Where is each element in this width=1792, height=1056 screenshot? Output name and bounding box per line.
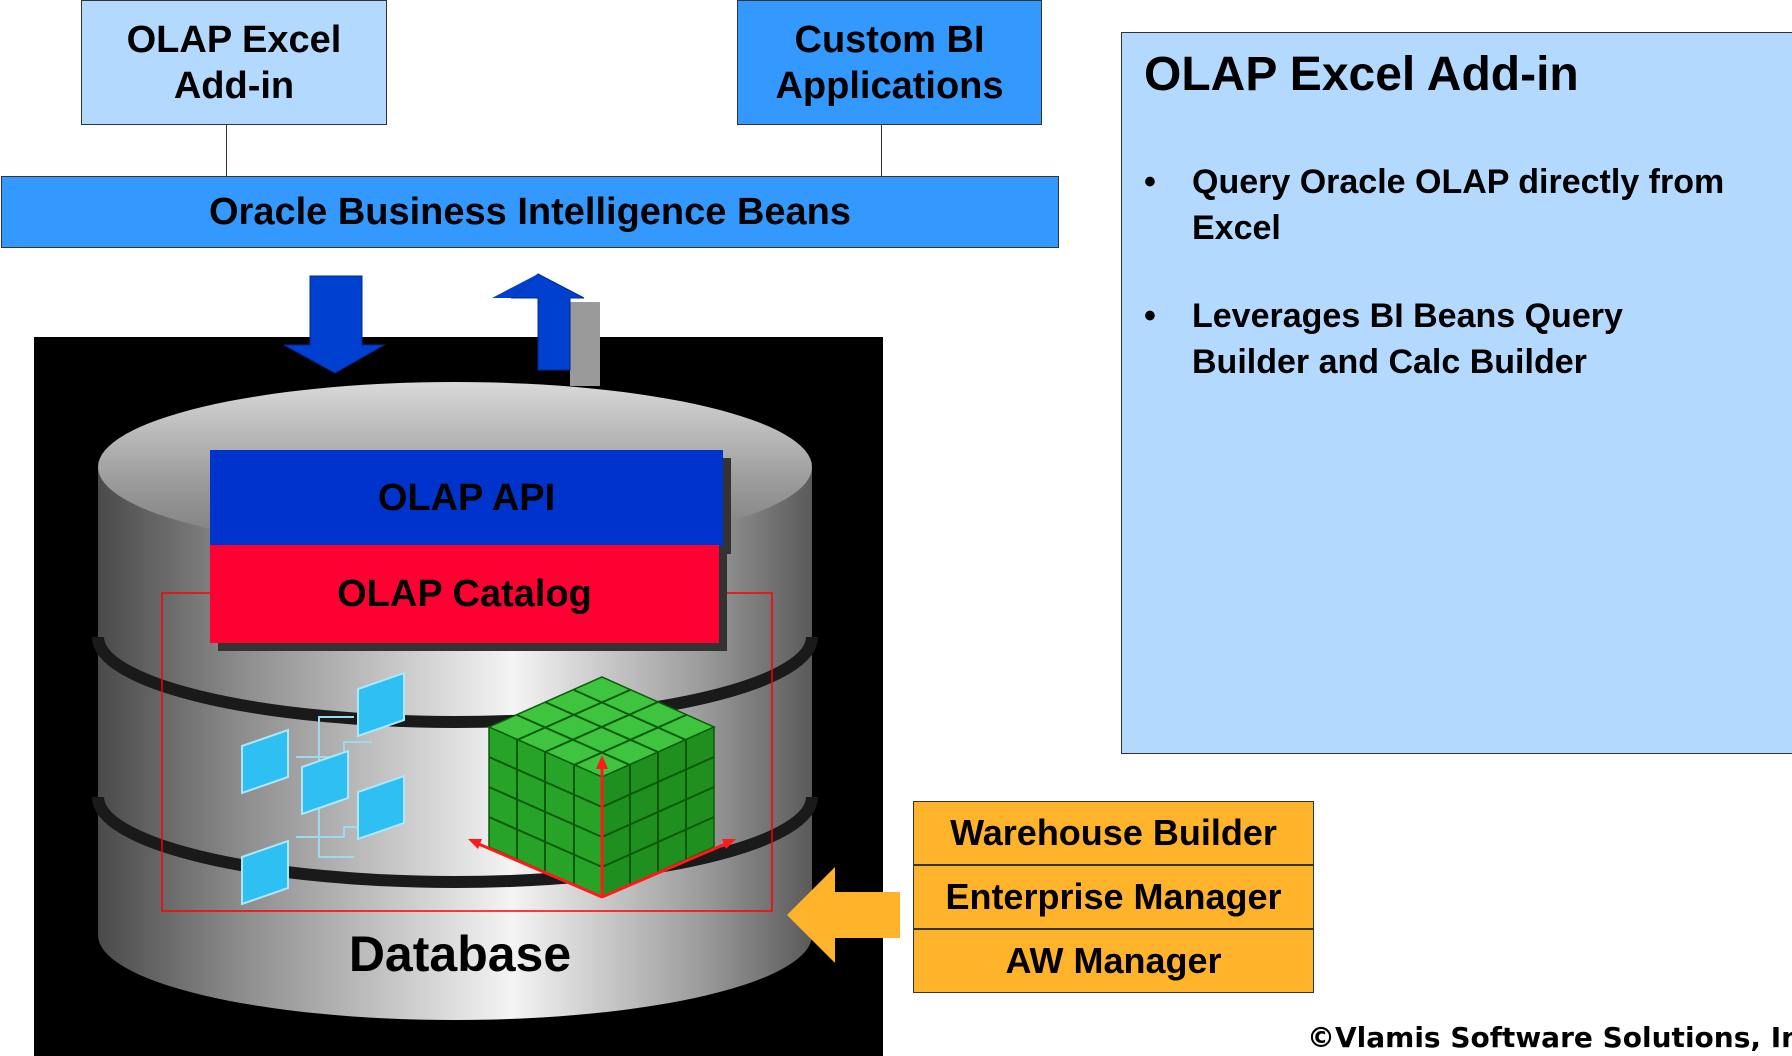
olap-api-layer: OLAP API: [210, 450, 723, 546]
info-panel: OLAP Excel Add-in • Query Oracle OLAP di…: [1121, 32, 1792, 754]
tool-enterprise-manager: Enterprise Manager: [913, 865, 1314, 929]
left-arrow-icon: [787, 867, 900, 963]
olap-api-label: OLAP API: [377, 476, 556, 519]
custom-bi-applications-box: Custom BI Applications: [737, 0, 1042, 125]
tool-label: Warehouse Builder: [950, 812, 1277, 853]
custom-bi-applications-label: Custom BI Applications: [775, 18, 1004, 107]
bullet-text: Leverages BI Beans Query Builder and Cal…: [1192, 297, 1623, 381]
data-flow-arrows: [283, 273, 600, 386]
up-arrow-icon: [492, 273, 600, 386]
down-arrow-icon: [283, 275, 386, 374]
cube-icon: [468, 676, 736, 899]
copyright-text: ©Vlamis Software Solutions, In: [1307, 1021, 1792, 1054]
schema-icon: [241, 671, 405, 906]
tool-label: Enterprise Manager: [945, 876, 1282, 917]
tool-aw-manager: AW Manager: [913, 929, 1314, 993]
bi-beans-bar: Oracle Business Intelligence Beans: [1, 176, 1059, 248]
olap-excel-addin-label: OLAP Excel Add-in: [126, 18, 342, 107]
connector-line-custom: [881, 125, 882, 176]
bullet-text: Query Oracle OLAP directly from Excel: [1192, 163, 1725, 247]
bi-beans-label: Oracle Business Intelligence Beans: [208, 190, 852, 233]
olap-catalog-layer: OLAP Catalog: [210, 545, 719, 643]
tool-warehouse-builder: Warehouse Builder: [913, 801, 1314, 865]
info-panel-title: OLAP Excel Add-in: [1144, 48, 1579, 101]
bullet-dot-icon: •: [1144, 297, 1156, 335]
bullet-dot-icon: •: [1144, 163, 1156, 201]
olap-catalog-label: OLAP Catalog: [337, 572, 592, 615]
database-label: Database: [348, 926, 572, 982]
olap-excel-addin-box: OLAP Excel Add-in: [81, 0, 387, 125]
tool-label: AW Manager: [1005, 940, 1222, 981]
connector-line-excel: [226, 125, 227, 176]
